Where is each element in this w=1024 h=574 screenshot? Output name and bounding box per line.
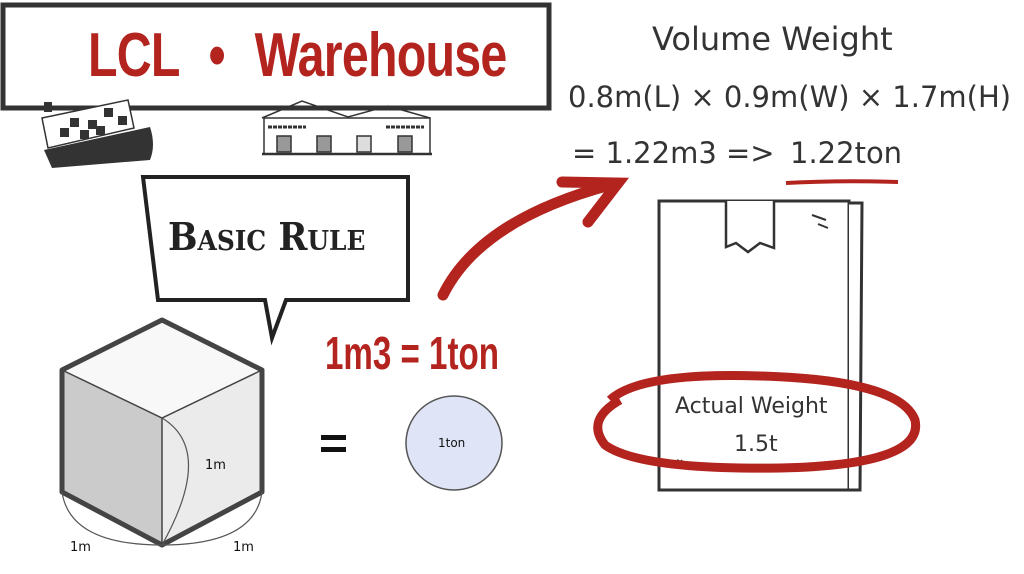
circle-label: 1ton	[438, 436, 466, 450]
cube-icon	[59, 317, 265, 548]
cube-height-label: 1m	[205, 458, 226, 473]
highlight-ellipse	[593, 371, 921, 473]
volume-weight-heading: Volume Weight	[652, 20, 893, 58]
rule-equation: 1m3 = 1ton	[325, 327, 499, 379]
volume-formula: 0.8m(L) × 0.9m(W) × 1.7m(H)	[568, 80, 1012, 114]
title-separator: •	[208, 21, 226, 90]
basic-rule-label: Basic Rule	[168, 214, 366, 259]
cardboard-box-icon	[657, 199, 864, 492]
cube-right-label: 1m	[233, 540, 254, 555]
result-underline	[785, 179, 899, 185]
page-title: LCL • Warehouse	[88, 20, 508, 91]
one-ton-circle	[405, 395, 503, 491]
speech-bubble	[140, 175, 410, 346]
volume-result-prefix: = 1.22m3 =>	[572, 136, 775, 170]
cube-left-label: 1m	[70, 540, 91, 555]
cargo-ship-icon	[41, 99, 153, 168]
volume-result-value: 1.22ton	[790, 136, 903, 170]
actual-weight-label: Actual Weight	[675, 394, 828, 419]
title-warehouse: Warehouse	[254, 21, 508, 90]
title-frame	[0, 2, 552, 111]
warehouse-icon	[261, 100, 432, 156]
actual-weight-value: 1.5t	[734, 432, 778, 457]
equals-sign	[321, 435, 346, 452]
title-lcl: LCL	[88, 21, 180, 90]
arrow-icon	[437, 176, 630, 301]
